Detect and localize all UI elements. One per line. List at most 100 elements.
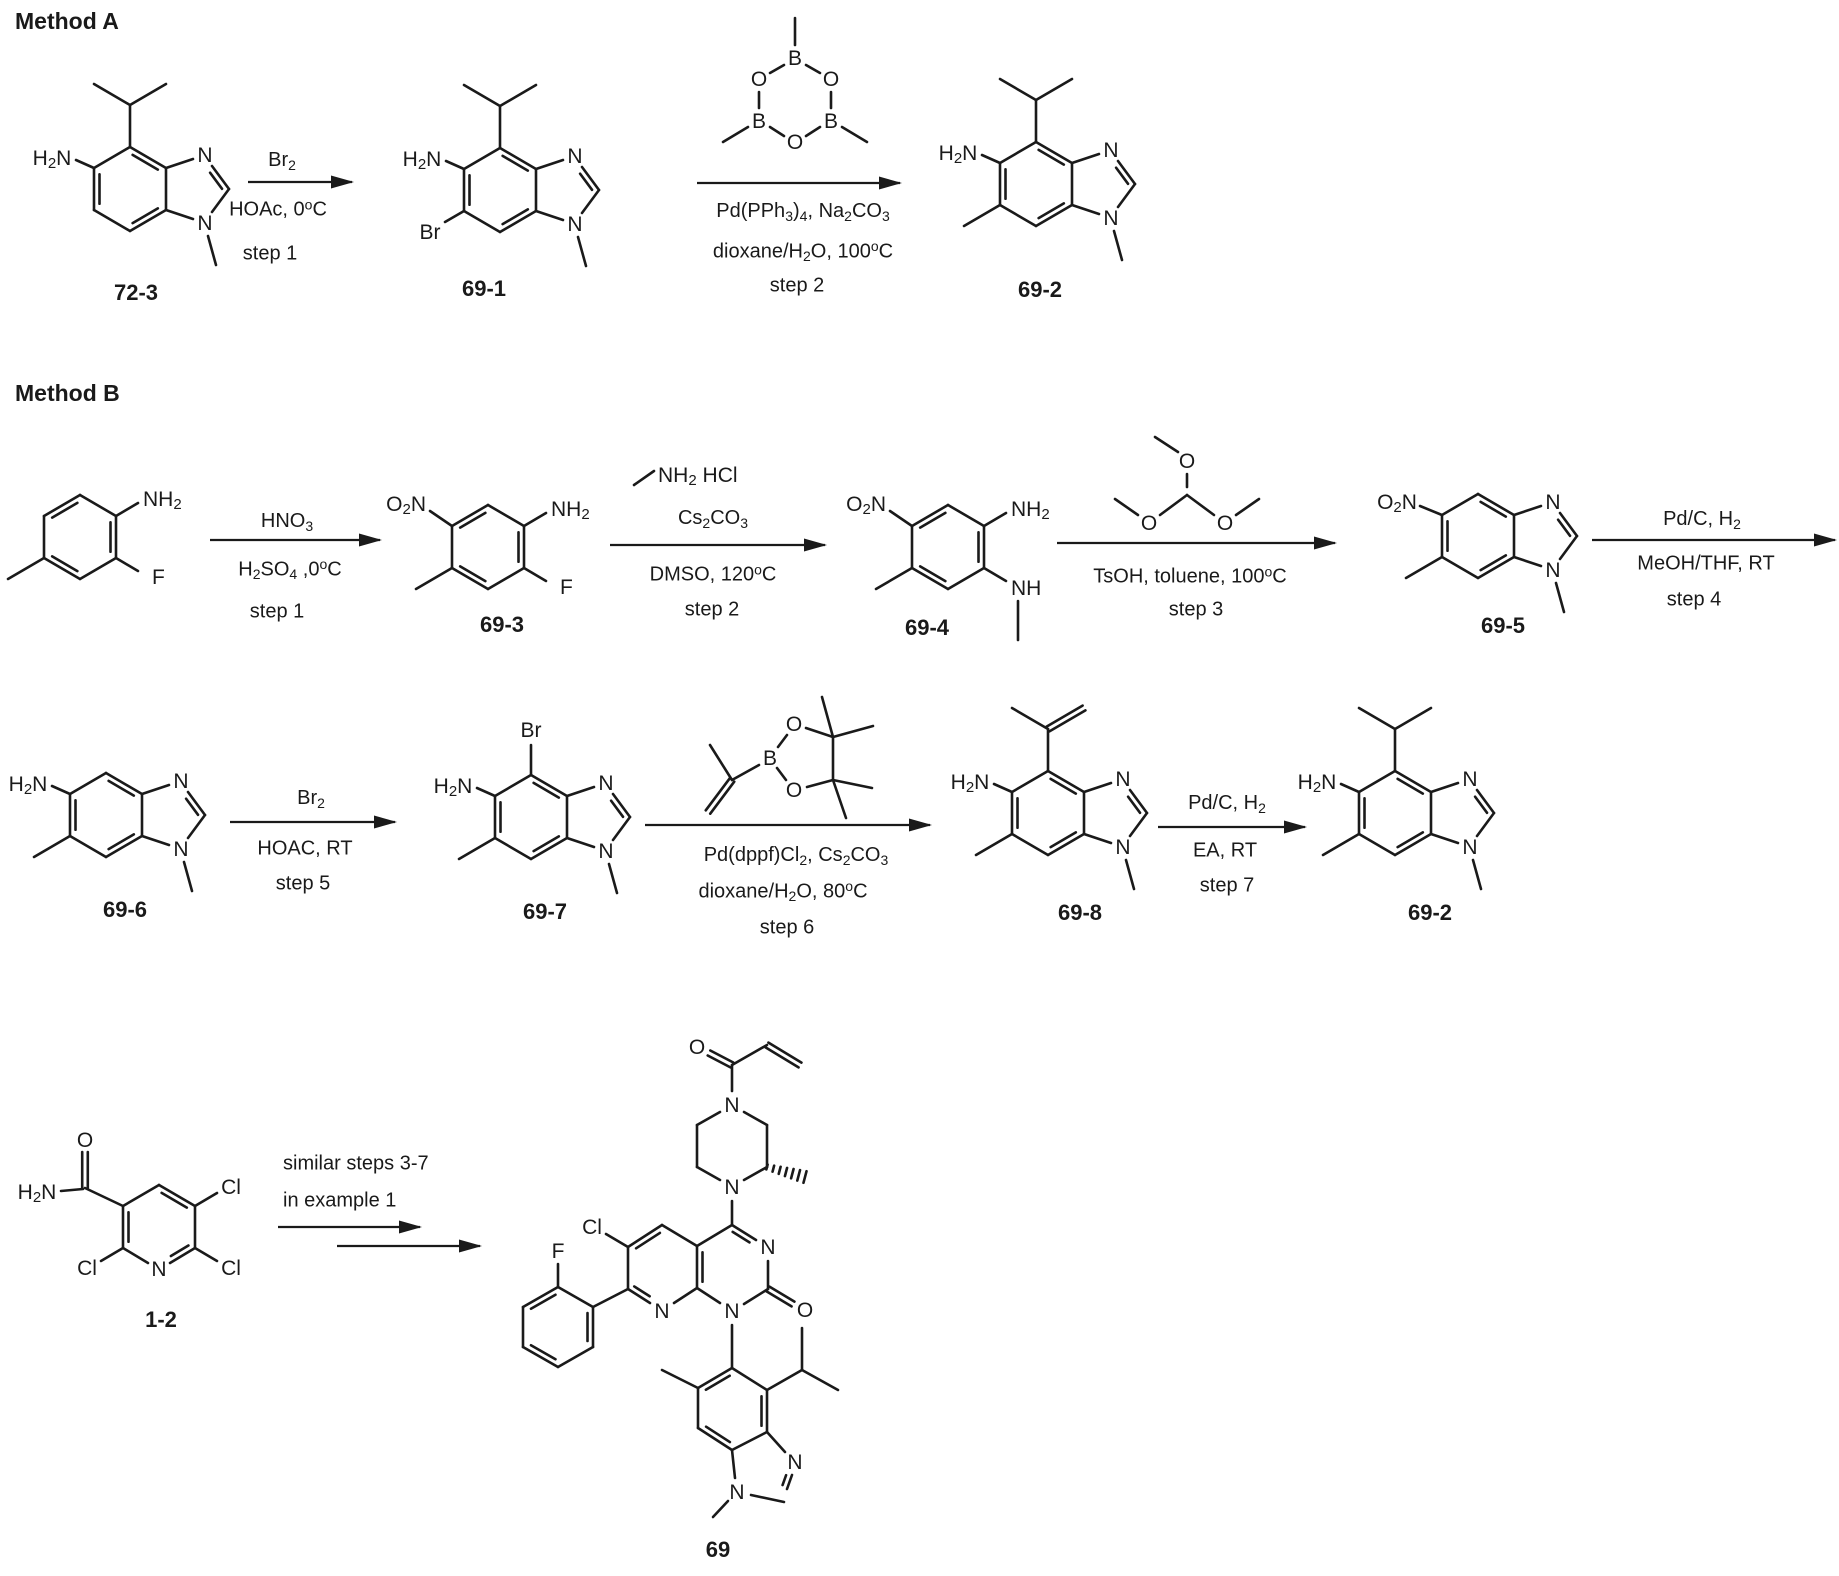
method-a-heading: Method A xyxy=(15,8,119,34)
svg-text:H2N: H2N xyxy=(18,1181,57,1206)
structure-69-1: H2N N N Br xyxy=(382,70,632,280)
condition-step2b-solvent: DMSO, 120oC xyxy=(649,561,777,586)
svg-text:F: F xyxy=(552,1240,565,1263)
condition-step2b-step: step 2 xyxy=(684,598,740,621)
svg-text:N: N xyxy=(724,1300,739,1323)
svg-text:N: N xyxy=(598,772,613,795)
svg-text:O: O xyxy=(786,713,802,736)
svg-text:Cl: Cl xyxy=(221,1257,241,1280)
svg-text:N: N xyxy=(598,840,613,863)
compound-label-1-2: 1-2 xyxy=(145,1307,177,1332)
svg-text:NH: NH xyxy=(1011,577,1041,600)
svg-text:Cl: Cl xyxy=(221,1176,241,1199)
svg-text:F: F xyxy=(152,566,165,589)
method-b-heading: Method B xyxy=(15,380,120,406)
condition-step5-reagent: Br2 xyxy=(297,787,325,811)
svg-text:N: N xyxy=(724,1176,739,1199)
note-in-example: in example 1 xyxy=(283,1189,397,1212)
condition-step1a-step: step 1 xyxy=(242,242,298,265)
svg-text:O: O xyxy=(823,68,839,91)
svg-text:N: N xyxy=(173,838,188,861)
condition-step5-step: step 5 xyxy=(275,872,331,895)
svg-text:Cl: Cl xyxy=(582,1216,602,1239)
svg-text:NH2: NH2 xyxy=(143,488,182,513)
svg-text:O: O xyxy=(786,779,802,802)
svg-text:O: O xyxy=(689,1036,705,1059)
svg-text:B: B xyxy=(752,110,766,133)
svg-text:O2N: O2N xyxy=(386,493,426,518)
svg-text:H2N: H2N xyxy=(434,775,473,800)
svg-text:H2N: H2N xyxy=(1298,771,1337,796)
compound-label-69-2-method-b: 69-2 xyxy=(1407,900,1453,925)
compound-label-69-2-method-a: 69-2 xyxy=(1017,277,1063,302)
condition-step7-solvent: EA, RT xyxy=(1192,839,1258,862)
svg-text:H2N: H2N xyxy=(403,148,442,173)
condition-step2a-solvent: dioxane/H2O, 100oC xyxy=(712,238,894,264)
svg-text:O: O xyxy=(77,1129,93,1152)
compound-label-69-5: 69-5 xyxy=(1480,613,1526,638)
svg-text:B: B xyxy=(763,747,777,770)
svg-text:N: N xyxy=(787,1451,802,1474)
svg-text:N: N xyxy=(1462,836,1477,859)
condition-step2a-step: step 2 xyxy=(769,274,825,297)
svg-text:N: N xyxy=(729,1481,744,1504)
compound-label-69-8: 69-8 xyxy=(1057,900,1103,925)
svg-text:Cl: Cl xyxy=(77,1257,97,1280)
svg-text:O2N: O2N xyxy=(846,493,886,518)
svg-text:NH2: NH2 xyxy=(551,498,590,523)
condition-step1b-step: step 1 xyxy=(249,600,305,623)
compound-label-72-3: 72-3 xyxy=(113,280,159,305)
condition-step3-step: step 3 xyxy=(1168,598,1224,621)
compound-label-69-7: 69-7 xyxy=(522,899,568,924)
svg-text:N: N xyxy=(567,145,582,168)
svg-text:N: N xyxy=(197,212,212,235)
svg-text:F: F xyxy=(560,576,573,599)
condition-step4-reagent: Pd/C, H2 xyxy=(1663,508,1741,532)
condition-step4-step: step 4 xyxy=(1666,588,1722,611)
svg-text:N: N xyxy=(724,1094,739,1117)
condition-step1b-solvent: H2SO4 ,0oC xyxy=(238,556,342,582)
compound-label-69: 69 xyxy=(705,1537,731,1562)
condition-step7-step: step 7 xyxy=(1199,874,1255,897)
svg-text:N: N xyxy=(1103,139,1118,162)
svg-text:NH2: NH2 xyxy=(1011,498,1050,523)
compound-label-69-1: 69-1 xyxy=(461,276,507,301)
compound-label-69-6: 69-6 xyxy=(102,897,148,922)
svg-text:N: N xyxy=(654,1300,669,1323)
note-similar-steps: similar steps 3-7 xyxy=(283,1152,429,1175)
svg-text:N: N xyxy=(1462,768,1477,791)
svg-text:N: N xyxy=(567,213,582,236)
structure-69-2-method-b: H2N N N xyxy=(1277,693,1527,903)
svg-text:H2N: H2N xyxy=(33,147,72,172)
svg-text:N: N xyxy=(1115,768,1130,791)
condition-step1b-reagent: HNO3 xyxy=(260,510,314,534)
svg-text:N: N xyxy=(760,1236,775,1259)
svg-text:H2N: H2N xyxy=(939,142,978,167)
svg-text:NH2 HCl: NH2 HCl xyxy=(658,464,738,489)
condition-step1a-reagent: Br2 xyxy=(268,149,296,173)
svg-text:Br: Br xyxy=(420,221,441,244)
svg-text:N: N xyxy=(173,770,188,793)
svg-text:N: N xyxy=(151,1258,166,1281)
condition-step2a-catalyst: Pd(PPh3)4, Na2CO3 xyxy=(716,200,890,224)
svg-text:O2N: O2N xyxy=(1377,491,1417,516)
condition-step5-solvent: HOAC, RT xyxy=(257,837,353,860)
svg-text:B: B xyxy=(824,110,838,133)
svg-text:O: O xyxy=(1141,512,1157,535)
svg-text:H2N: H2N xyxy=(951,771,990,796)
svg-text:N: N xyxy=(1103,207,1118,230)
condition-step1a-solvent: HOAc, 0oC xyxy=(229,196,327,221)
